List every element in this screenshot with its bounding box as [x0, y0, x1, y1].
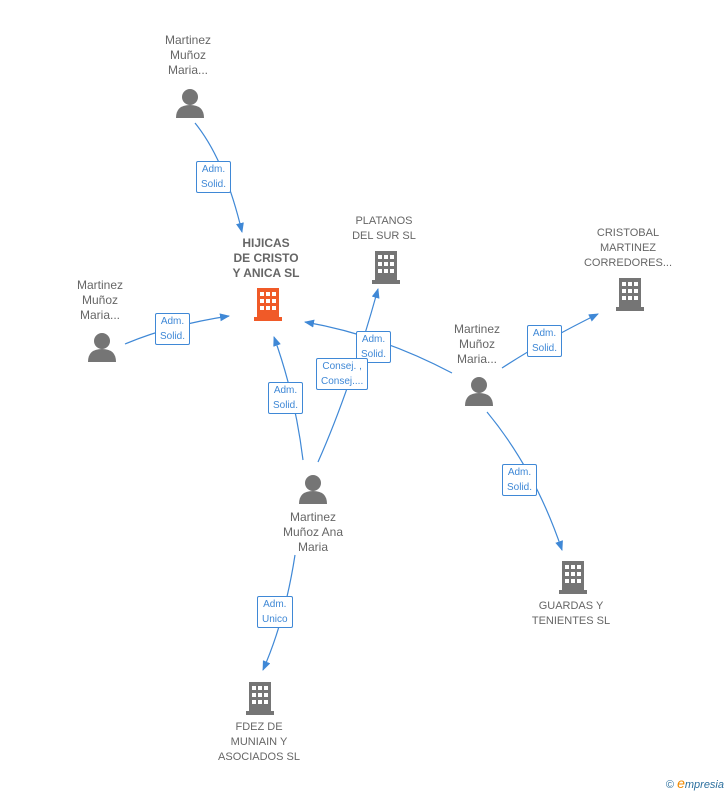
brand-logo-initial: e [677, 775, 685, 791]
person-label-left[interactable]: Martinez Muñoz Maria... [76, 278, 123, 322]
edge-label-adm-solid: Adm. Solid. [527, 325, 563, 357]
building-icon [372, 251, 400, 284]
person-icon [88, 333, 116, 362]
building-icon [254, 288, 282, 321]
company-label-guardas[interactable]: GUARDAS Y TENIENTES SL [531, 600, 611, 627]
company-label-cristobal[interactable]: CRISTOBAL MARTINEZ CORREDORES... [583, 227, 672, 269]
company-label-hijicas[interactable]: HIJICAS DE CRISTO Y ANICA SL [232, 236, 300, 280]
edge-label-adm-solid: Adm. Solid. [196, 161, 232, 193]
edge-label-adm-unico: Adm. Unico [257, 596, 293, 628]
edge-label-adm-solid: Adm. Solid. [502, 464, 538, 496]
edge-label-consej: Consej. , Consej.... [316, 358, 369, 390]
person-label-right[interactable]: Martinez Muñoz Maria... [453, 322, 500, 366]
person-label-top[interactable]: Martinez Muñoz Maria... [164, 33, 211, 77]
copyright-symbol: © [665, 779, 675, 791]
building-icon [246, 682, 274, 715]
company-label-platanos[interactable]: PLATANOS DEL SUR SL [352, 215, 416, 242]
person-icon [176, 89, 204, 118]
building-icon [616, 278, 644, 311]
brand-logo-text: mpresia [684, 779, 724, 791]
edge-label-adm-solid: Adm. Solid. [155, 313, 191, 345]
building-icon [559, 561, 587, 594]
edge-label-adm-solid: Adm. Solid. [356, 331, 392, 363]
person-label-bottom[interactable]: Martinez Muñoz Ana Maria [282, 510, 344, 554]
company-label-fdez[interactable]: FDEZ DE MUNIAIN Y ASOCIADOS SL [218, 721, 300, 763]
person-icon [465, 377, 493, 406]
person-icon [299, 475, 327, 504]
edge-label-adm-solid: Adm. Solid. [268, 382, 304, 414]
brand-footer: © empresia [666, 775, 724, 791]
